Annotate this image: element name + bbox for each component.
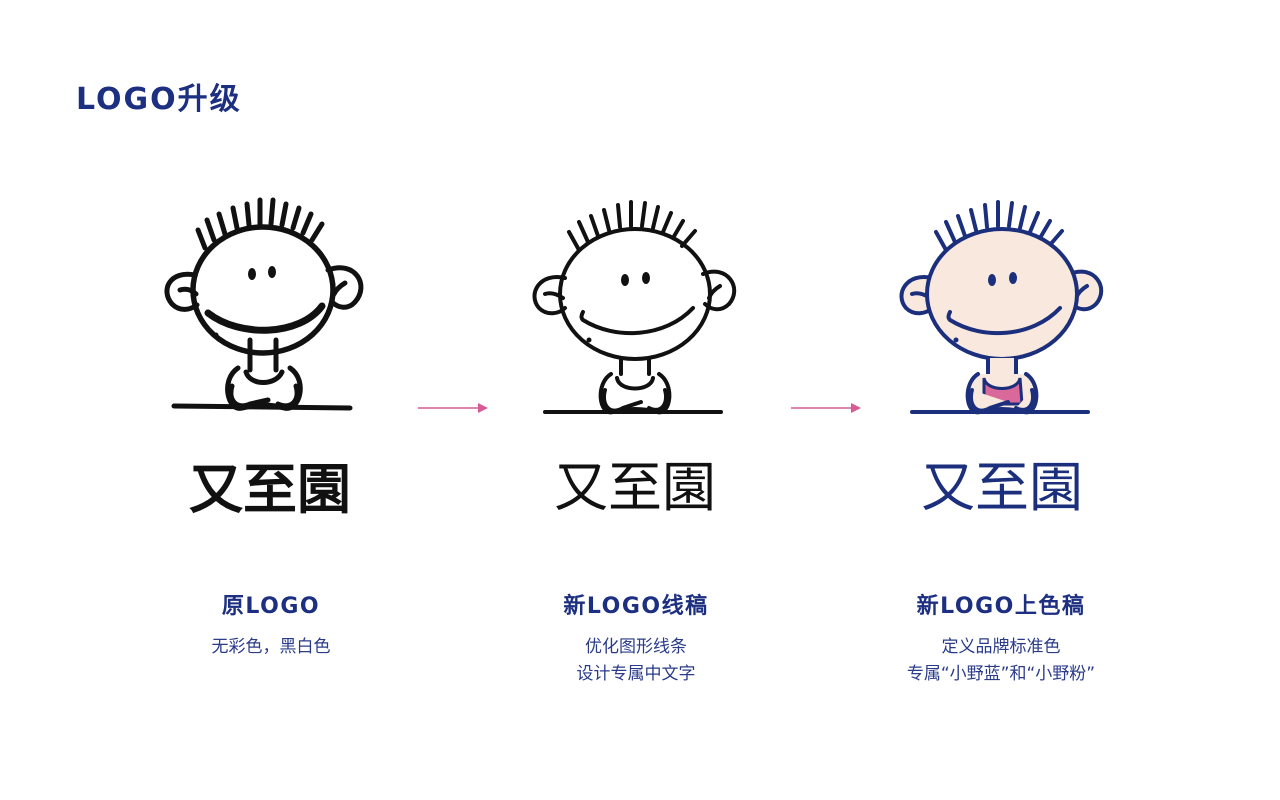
page-title: LOGO升级 [76,82,242,117]
line-draft-logo: 又至園 [515,190,755,530]
caption-line: 专属“小野蓝”和“小野粉” [906,664,1096,684]
boy-mascot-icon: 又至園 [899,200,1104,519]
svg-text:又至園: 又至園 [189,457,351,521]
arrow-right-icon [791,402,861,414]
caption-line: 定义品牌标准色 [941,637,1061,657]
caption-title: 新LOGO上色稿 [916,594,1086,619]
caption-original: 原LOGO 无彩色，黑白色 [111,588,431,661]
svg-text:又至園: 又至園 [921,456,1083,519]
caption-color-draft: 新LOGO上色稿 定义品牌标准色 专属“小野蓝”和“小野粉” [841,588,1161,688]
caption-description: 优化图形线条 设计专属中文字 [476,634,796,688]
boy-mascot-icon: 又至園 [164,197,364,521]
caption-line: 无彩色，黑白色 [211,637,331,657]
caption-description: 定义品牌标准色 专属“小野蓝”和“小野粉” [841,634,1161,688]
caption-line: 设计专属中文字 [576,664,696,684]
color-draft-logo: 又至園 [882,190,1122,530]
caption-title: 原LOGO [221,594,321,619]
svg-text:又至園: 又至園 [554,456,716,519]
arrow-right-icon [418,402,488,414]
caption-line-draft: 新LOGO线稿 优化图形线条 设计专属中文字 [476,588,796,688]
boy-mascot-icon: 又至園 [532,200,737,519]
caption-line: 优化图形线条 [585,637,687,657]
caption-title: 新LOGO线稿 [563,594,709,619]
original-logo: 又至園 [150,190,390,530]
caption-description: 无彩色，黑白色 [111,634,431,661]
